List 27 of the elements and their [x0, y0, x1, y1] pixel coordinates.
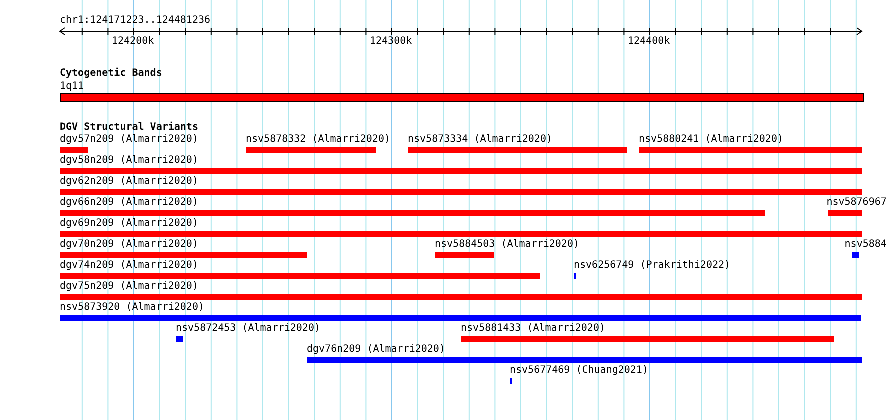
variant-label: nsv5873920 (Almarri2020)	[60, 302, 204, 313]
variant-label: dgv66n209 (Almarri2020)	[60, 197, 198, 208]
tick-label: 124400k	[628, 36, 670, 47]
variant-label: dgv75n209 (Almarri2020)	[60, 281, 198, 292]
tick-label: 124300k	[370, 36, 412, 47]
variant-label: nsv5872453 (Almarri2020)	[176, 323, 320, 334]
variant-label: nsv6256749 (Prakrithi2022)	[574, 260, 731, 271]
band-label: 1q11	[60, 81, 84, 92]
tick-label: 124200k	[112, 36, 154, 47]
track-title: Cytogenetic Bands	[60, 68, 162, 79]
variant-label: nsv5873334 (Almarri2020)	[408, 134, 552, 145]
variant-label: nsv5876967	[826, 197, 887, 208]
track-title: DGV Structural Variants	[60, 122, 198, 133]
variant-label: dgv57n209 (Almarri2020)	[60, 134, 198, 145]
coordinate-range: chr1:124171223..124481236	[60, 15, 211, 26]
variant-label: dgv70n209 (Almarri2020)	[60, 239, 198, 250]
variant-label: dgv69n209 (Almarri2020)	[60, 218, 198, 229]
variant-label: dgv58n209 (Almarri2020)	[60, 155, 198, 166]
variant-label: nsv5884	[844, 239, 887, 250]
variant-label: nsv5878332 (Almarri2020)	[246, 134, 390, 145]
variant-label: nsv5677469 (Chuang2021)	[510, 365, 648, 376]
variant-label: dgv74n209 (Almarri2020)	[60, 260, 198, 271]
variant-label: dgv62n209 (Almarri2020)	[60, 176, 198, 187]
variant-label: dgv76n209 (Almarri2020)	[307, 344, 446, 355]
variant-label: nsv5880241 (Almarri2020)	[639, 134, 784, 145]
variant-label: nsv5881433 (Almarri2020)	[461, 323, 606, 334]
variant-label: nsv5884503 (Almarri2020)	[435, 239, 580, 250]
